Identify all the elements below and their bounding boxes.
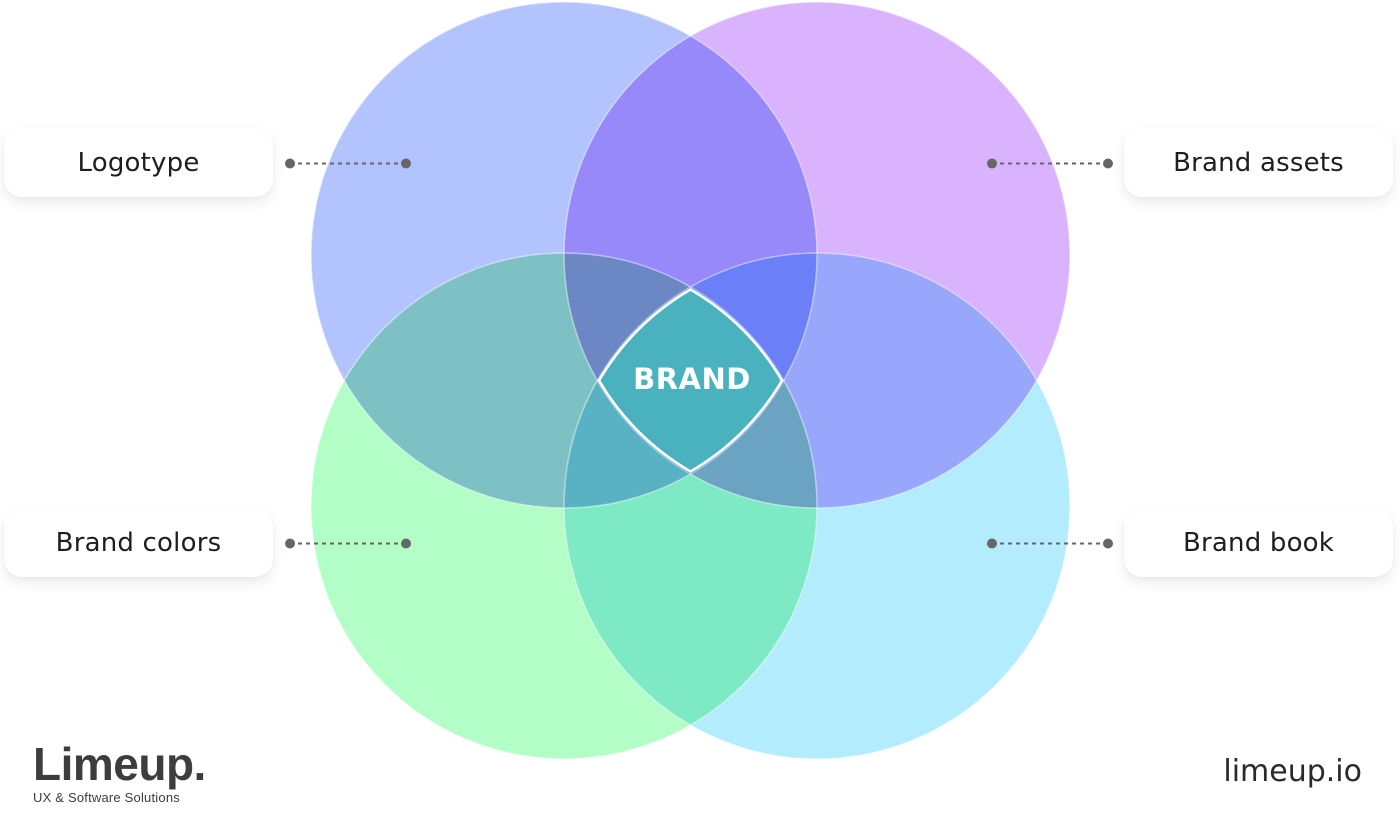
site-url: limeup.io	[1223, 754, 1362, 789]
connector-brand-book	[987, 538, 1113, 549]
label-brand-assets-text: Brand assets	[1173, 147, 1344, 178]
label-brand-book: Brand book	[1124, 508, 1393, 577]
logo-tagline: UX & Software Solutions	[33, 790, 180, 805]
label-logotype: Logotype	[4, 128, 273, 197]
connector-brand-colors	[285, 538, 411, 549]
limeup-logo: Limeup. UX & Software Solutions	[33, 738, 206, 805]
connector-logotype	[285, 158, 411, 169]
label-brand-colors: Brand colors	[4, 508, 273, 577]
label-logotype-text: Logotype	[77, 147, 200, 178]
logo-wordmark: Limeup.	[33, 738, 206, 790]
label-brand-assets: Brand assets	[1124, 128, 1393, 197]
brand-center-region	[597, 288, 784, 473]
brand-center-label: BRAND	[633, 362, 751, 396]
label-brand-book-text: Brand book	[1182, 527, 1335, 558]
label-brand-colors-text: Brand colors	[55, 527, 222, 558]
circle-outlines	[310, 1, 1071, 760]
connector-brand-assets	[987, 158, 1113, 169]
